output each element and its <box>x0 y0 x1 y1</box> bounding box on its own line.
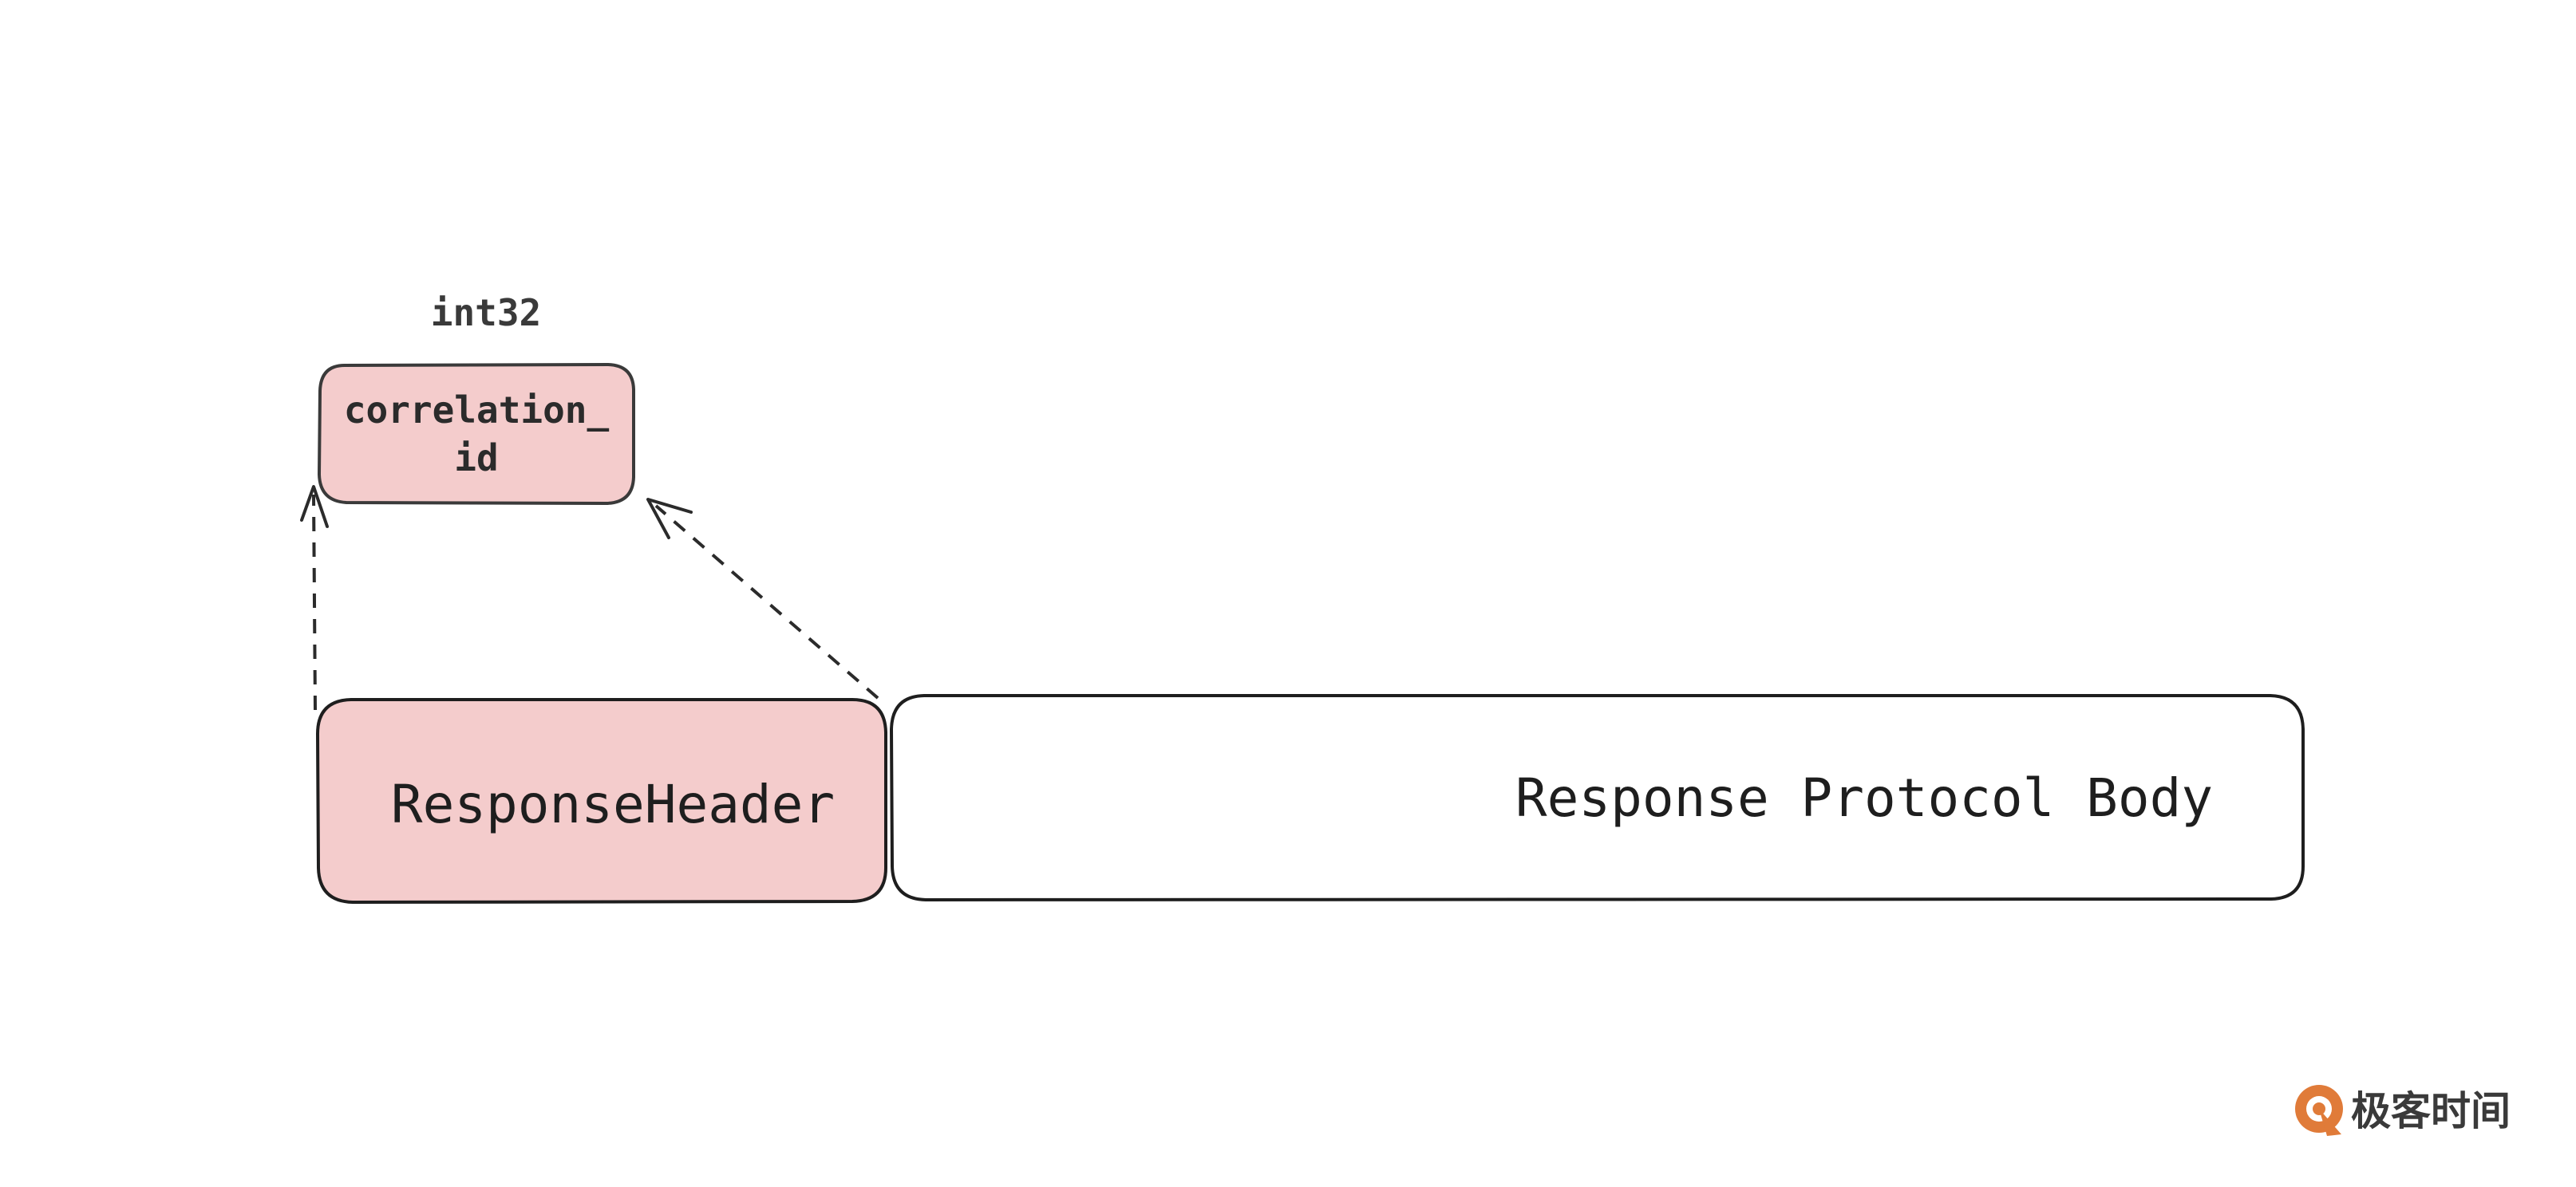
dashed-arrow-left-line <box>312 494 317 711</box>
dashed-arrow-right-line <box>654 504 879 700</box>
correlation-id-label-line2: id <box>454 436 498 479</box>
response-header-label: ResponseHeader <box>391 774 835 835</box>
dashed-arrow-right <box>646 498 879 700</box>
response-body-label: Response Protocol Body <box>1515 767 2213 829</box>
response-body-box-shape <box>889 694 2305 902</box>
response-body-box[interactable]: Response Protocol Body <box>889 694 2305 902</box>
response-header-box-shape <box>315 698 887 905</box>
geektime-watermark: 极客时间 <box>2295 1085 2511 1136</box>
geektime-logo-icon <box>2295 1085 2343 1136</box>
correlation-id-box[interactable]: correlation_ id <box>317 362 635 506</box>
correlation-id-label-line1: correlation_ <box>344 388 610 432</box>
geektime-brand-text: 极客时间 <box>2351 1088 2511 1134</box>
type-label: int32 <box>431 291 541 334</box>
dashed-arrow-left <box>300 485 329 711</box>
response-header-box[interactable]: ResponseHeader <box>315 698 887 905</box>
dashed-arrow-left-head <box>300 485 329 528</box>
dashed-arrow-right-head <box>646 498 693 539</box>
correlation-id-box-shape <box>317 362 635 506</box>
